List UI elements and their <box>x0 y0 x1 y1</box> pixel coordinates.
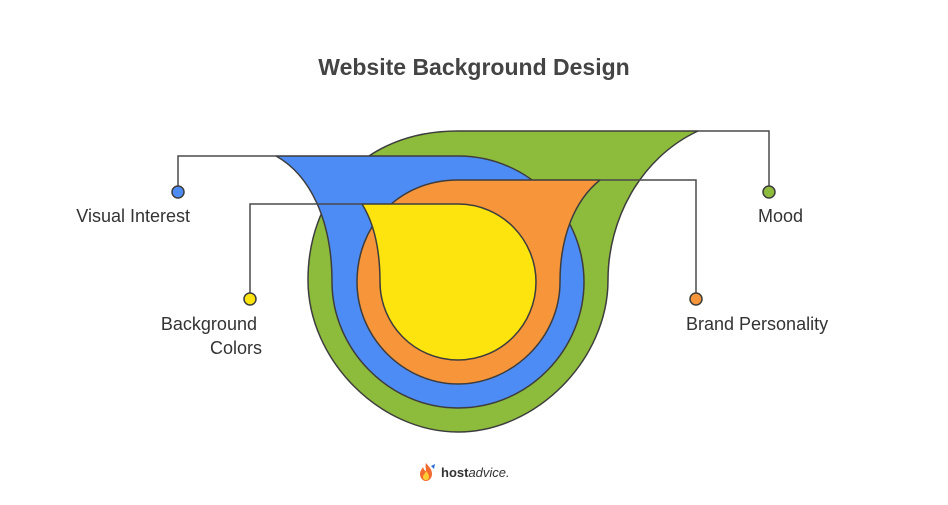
background-colors-marker <box>243 292 257 306</box>
background-colors-layer <box>361 203 537 361</box>
hostadvice-wordmark-bold: host <box>441 465 469 480</box>
background-colors-label-line-2: Colors <box>210 338 262 358</box>
brand-personality-connector <box>600 179 697 293</box>
background-colors-label-line-1: Background <box>161 314 257 334</box>
hostadvice-flame-icon <box>420 463 435 481</box>
diagram-title: Website Background Design <box>318 54 629 80</box>
hostadvice-wordmark: hostadvice. <box>441 465 510 480</box>
visual-interest-connector <box>177 155 276 186</box>
mood-connector <box>698 130 770 186</box>
hostadvice-logo: hostadvice. <box>420 463 510 481</box>
background-colors-label: Background Colors <box>161 314 262 358</box>
brand-personality-marker <box>689 292 703 306</box>
background-colors-connector <box>249 203 362 293</box>
hostadvice-wordmark-italic: advice. <box>468 465 509 480</box>
brand-personality-label: Brand Personality <box>686 314 828 334</box>
mood-label: Mood <box>758 206 803 226</box>
mood-marker <box>762 185 776 199</box>
visual-interest-marker <box>171 185 185 199</box>
visual-interest-label: Visual Interest <box>76 206 190 226</box>
